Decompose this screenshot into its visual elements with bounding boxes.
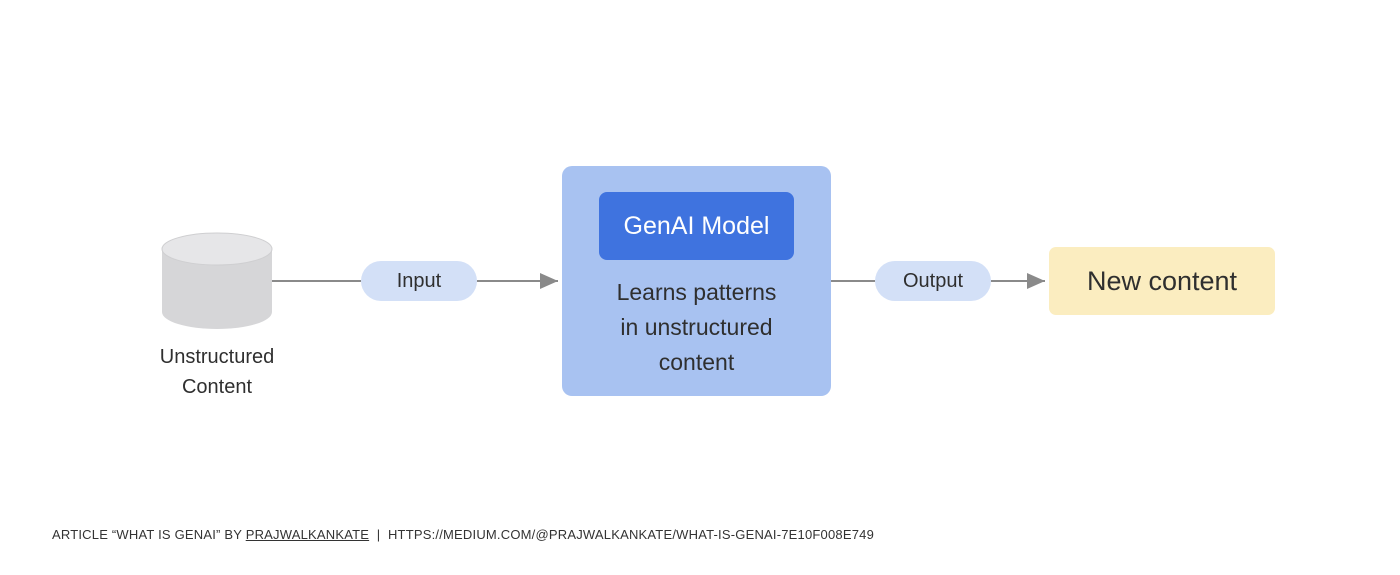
output-pill: Output — [875, 261, 991, 301]
new-content-box: New content — [1049, 247, 1275, 315]
model-title: GenAI Model — [599, 192, 794, 260]
genai-diagram: Unstructured Content Input GenAI Model L… — [138, 166, 1275, 402]
database-icon — [161, 232, 273, 329]
input-pill: Input — [361, 261, 477, 301]
article-citation: ARTICLE “WHAT IS GENAI” BY PRAJWALKANKAT… — [52, 527, 874, 542]
connector-lines — [272, 273, 1045, 289]
citation-separator: | — [376, 527, 381, 542]
model-desc-line1: Learns patterns — [616, 279, 777, 305]
source-label: Unstructured Content — [138, 342, 296, 402]
genai-model-box: GenAI Model Learns patterns in unstructu… — [562, 166, 831, 396]
model-desc-line3: content — [658, 349, 735, 375]
citation-url: HTTPS://MEDIUM.COM/@PRAJWALKANKATE/WHAT-… — [387, 527, 874, 542]
model-description: Learns patterns in unstructured content — [562, 275, 831, 380]
source-label-line1: Unstructured — [159, 346, 275, 368]
source-label-line2: Content — [181, 376, 253, 398]
citation-prefix: ARTICLE “WHAT IS GENAI” BY — [52, 527, 242, 542]
model-desc-line2: in unstructured — [620, 314, 773, 340]
author-link[interactable]: PRAJWALKANKATE — [245, 527, 370, 542]
